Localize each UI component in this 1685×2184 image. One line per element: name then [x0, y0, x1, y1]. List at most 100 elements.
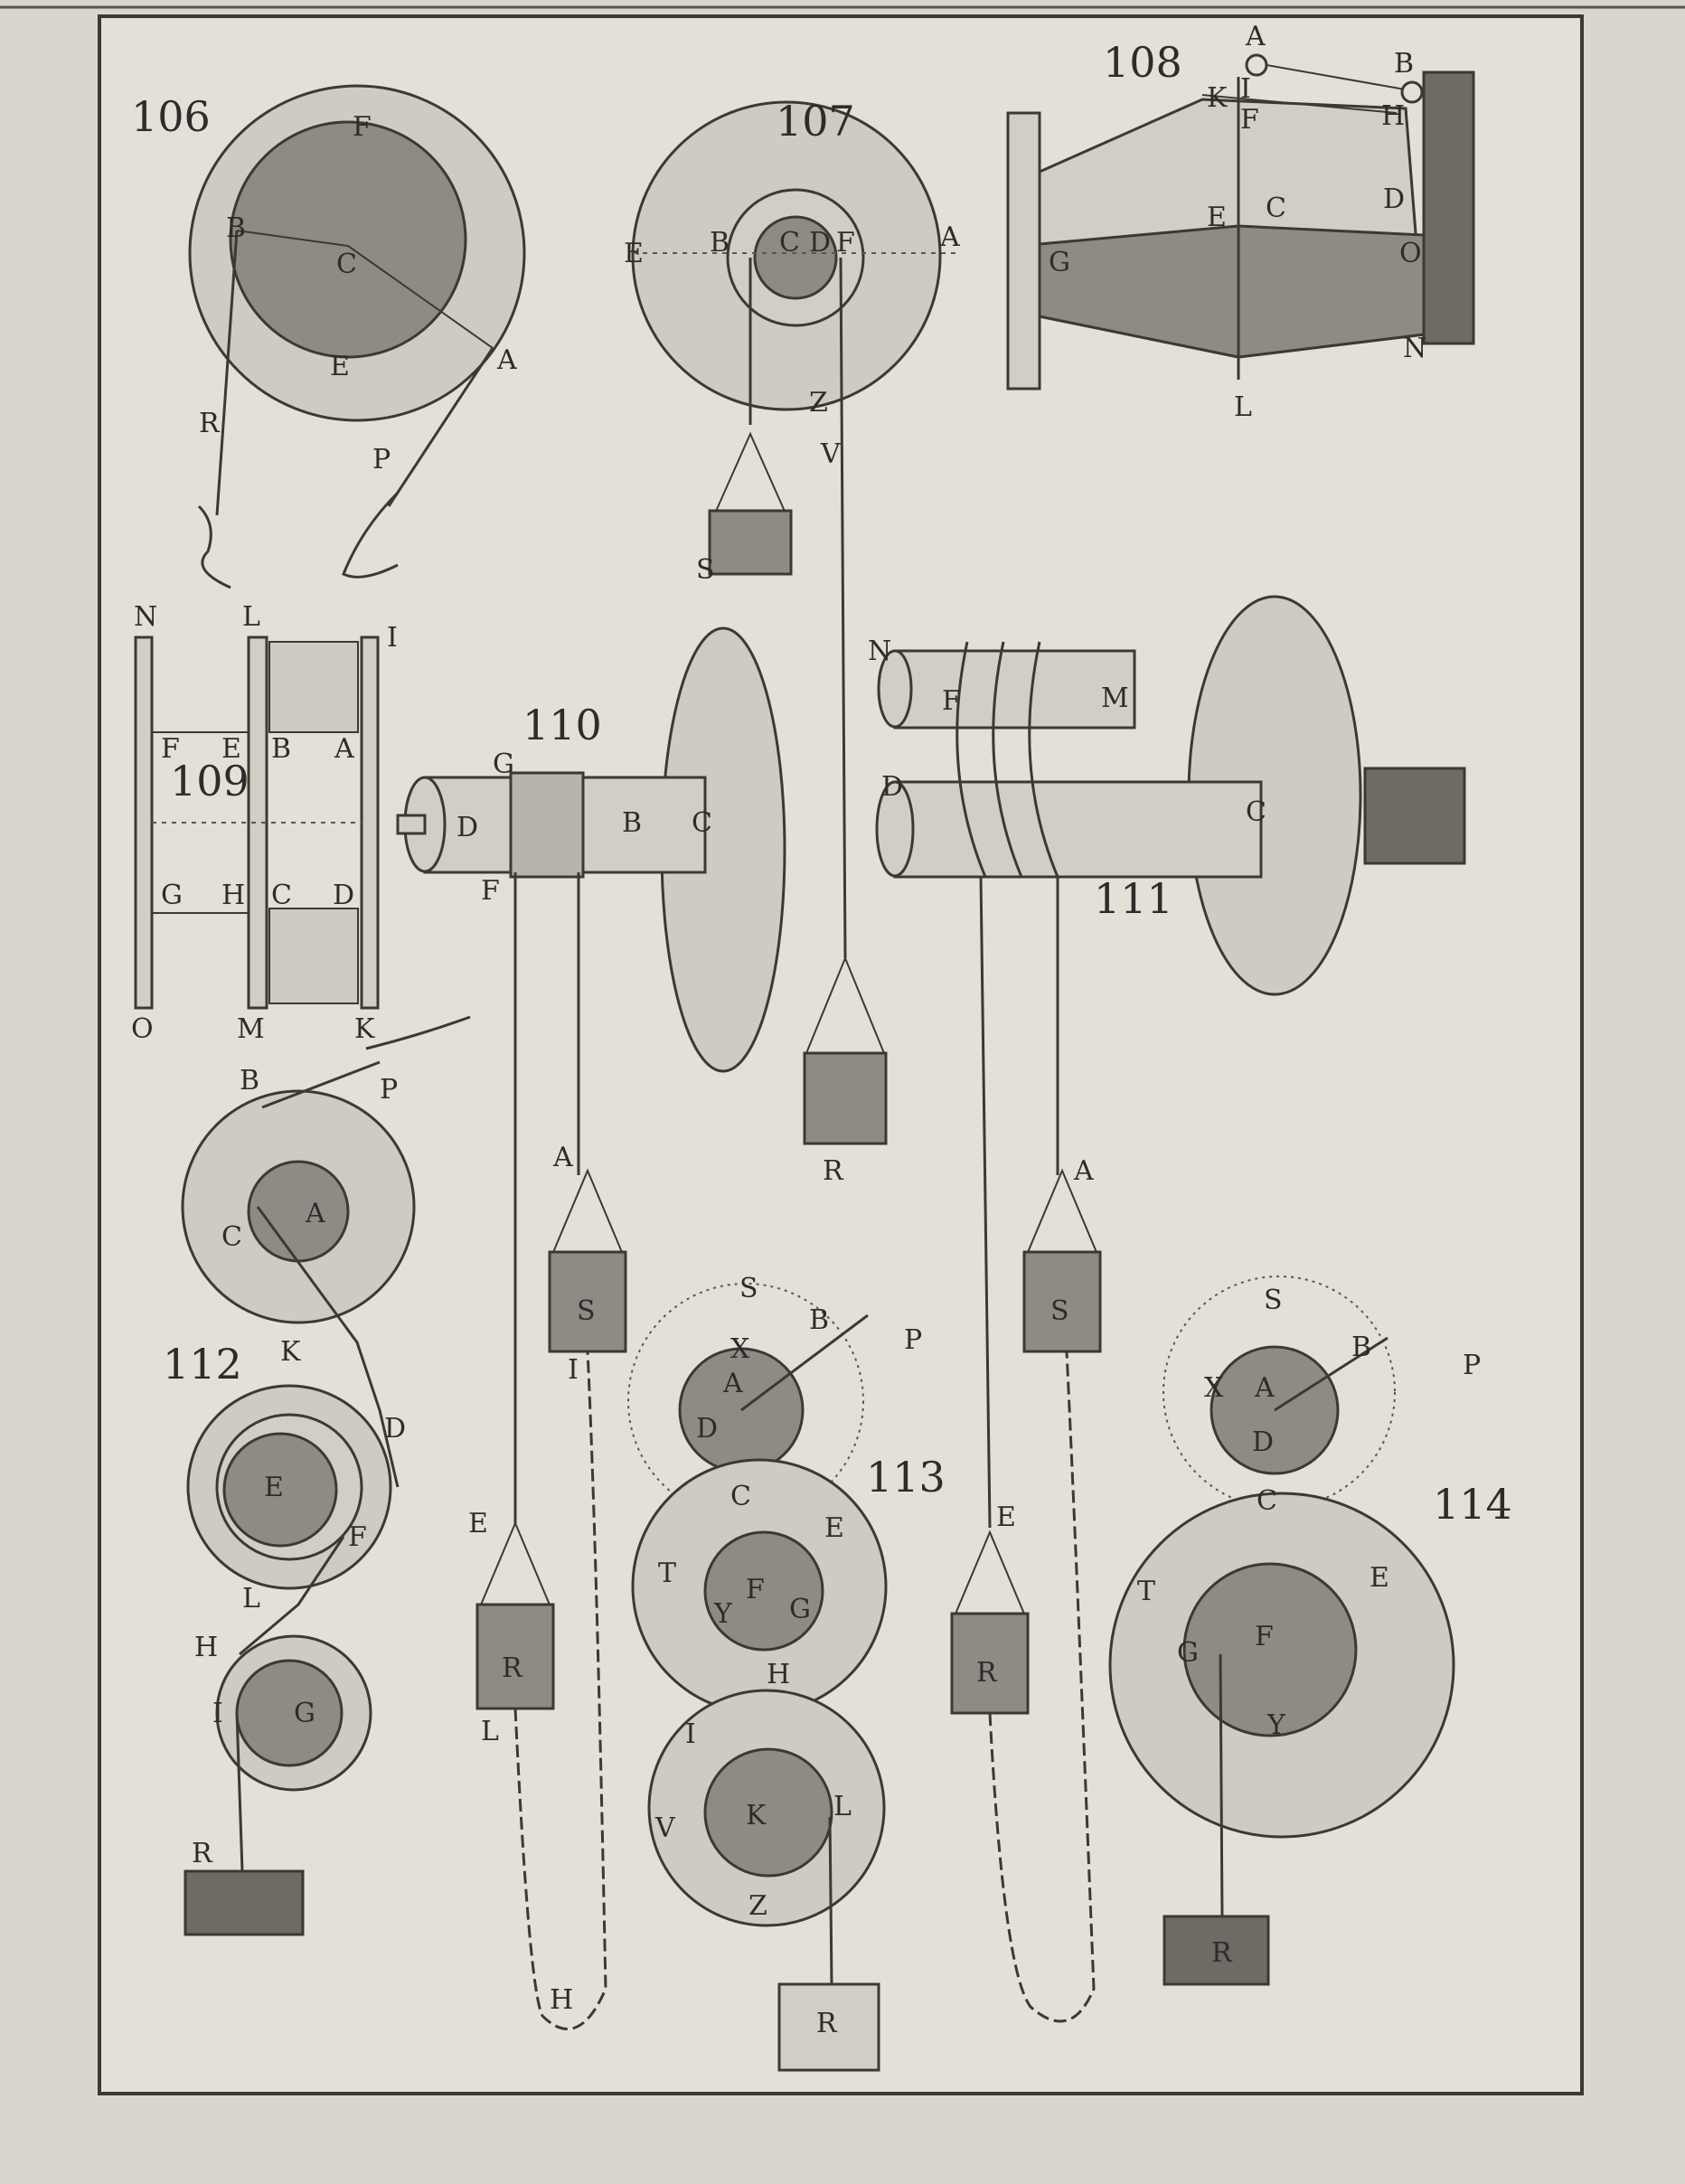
fig112-hand-p: [365, 1015, 471, 1050]
fig108-left-flange: [1006, 111, 1041, 391]
fig112-axle-e: [222, 1432, 338, 1548]
fig114-label: Y: [1266, 1709, 1286, 1741]
fig108-label: N: [1403, 333, 1426, 364]
fig111-label: F: [942, 685, 961, 717]
figure-109: 109 N L I F E B A G H C D O M K: [131, 601, 398, 1045]
fig114-label: G: [1177, 1637, 1199, 1669]
fig113-label: P: [904, 1324, 922, 1356]
fig110-chain: [513, 1351, 607, 2031]
fig113-label: A: [722, 1368, 743, 1399]
fig112-label: E: [264, 1472, 284, 1503]
fig107-label: F: [836, 227, 855, 259]
fig108-label: O: [1399, 238, 1422, 269]
fig110-label: B: [622, 807, 642, 839]
fig109-label: F: [161, 733, 180, 765]
fig109-right-bar: [360, 635, 380, 1010]
fig106-label: C: [336, 249, 357, 280]
fig107-label: C: [779, 227, 800, 259]
fig110-number: 110: [522, 701, 602, 749]
fig107-label: D: [809, 227, 831, 259]
fig110-label: C: [692, 807, 712, 839]
fig107-number: 107: [776, 97, 855, 146]
fig111-label: S: [1050, 1295, 1069, 1327]
fig112-axle-g: [235, 1659, 344, 1767]
fig110-weight-r: [475, 1603, 555, 1710]
fig113-label: V: [654, 1812, 676, 1844]
fig114-label: D: [1252, 1426, 1274, 1458]
fig110-label: S: [577, 1295, 596, 1327]
fig109-label: M: [237, 1013, 265, 1045]
fig108-label: A: [1245, 21, 1266, 52]
fig108-label: H: [1381, 100, 1405, 132]
fig109-label: A: [334, 733, 354, 765]
fig112-label: F: [348, 1521, 367, 1553]
fig114-label: B: [1351, 1332, 1371, 1363]
fig113-label: D: [696, 1413, 718, 1445]
fig108-right-flange: [1422, 71, 1475, 345]
fig108-number: 108: [1103, 38, 1182, 87]
fig113-label: T: [658, 1558, 676, 1589]
fig111-number: 111: [1094, 874, 1173, 923]
fig106-label: R: [199, 408, 221, 439]
fig111-label: D: [881, 771, 903, 803]
fig107-rope: [839, 257, 847, 959]
fig111-label: E: [996, 1502, 1016, 1533]
fig108-label: E: [1207, 202, 1227, 233]
fig111-axle-end: [1363, 767, 1466, 865]
fig112-label: B: [240, 1065, 259, 1097]
fig110-label: H: [550, 1984, 573, 2016]
fig113-crank-circle: [627, 1283, 864, 1520]
fig113-label: G: [789, 1594, 811, 1625]
fig114-rope-r: [1219, 1653, 1224, 1917]
fig109-label: G: [161, 880, 183, 911]
fig109-number: 109: [170, 757, 249, 805]
fig114-crank-handle: [1274, 1336, 1388, 1412]
fig114-number: 114: [1433, 1480, 1512, 1529]
fig113-label: Y: [713, 1598, 733, 1630]
fig109-label: L: [242, 601, 260, 633]
fig106-label: P: [372, 444, 391, 475]
fig114-weight-r: [1163, 1915, 1270, 1986]
fig106-rope-r: [215, 230, 239, 516]
fig106-rope-p: [387, 347, 494, 507]
fig107-weight-r: [803, 1051, 888, 1145]
fig112-number: 112: [163, 1340, 242, 1389]
fig110-label: E: [468, 1508, 488, 1539]
fig109-mid-bar: [247, 635, 268, 1010]
fig111-label: C: [1246, 796, 1266, 828]
fig113-label: E: [824, 1512, 844, 1544]
fig114-label: T: [1137, 1576, 1155, 1607]
fig107-label: Z: [809, 387, 828, 419]
fig111-label: M: [1101, 682, 1129, 714]
fig107-label: V: [820, 438, 842, 470]
fig114-label: S: [1264, 1285, 1283, 1316]
fig109-label: E: [221, 733, 241, 765]
fig113-label: K: [746, 1800, 767, 1831]
fig107-label: A: [939, 221, 960, 253]
fig113-axle-k: [703, 1747, 833, 1878]
fig109-balls-top: [268, 641, 359, 733]
fig114-label: X: [1204, 1372, 1224, 1404]
fig107-label: B: [710, 227, 730, 259]
fig111-label: R: [823, 1155, 844, 1187]
fig111-chain: [988, 1351, 1096, 2023]
fig112-label: I: [212, 1698, 223, 1729]
fig109-label: O: [131, 1013, 154, 1045]
fig114-label: A: [1254, 1372, 1275, 1404]
fig110-label: D: [457, 812, 478, 843]
fig114-label: F: [1255, 1621, 1274, 1652]
fig108-label: L: [1234, 391, 1252, 423]
fig108-label: G: [1049, 247, 1070, 278]
figure-107: 107 E B C D F A Z V S: [624, 97, 960, 959]
fig111-label: R: [976, 1657, 998, 1689]
fig106-hand-p: [342, 491, 400, 579]
fig113-label: F: [746, 1574, 765, 1605]
figure-111: 111 N F M D C A S E R R: [823, 595, 1466, 2023]
fig107-label: S: [696, 554, 715, 586]
fig114-label: R: [1211, 1937, 1233, 1969]
fig110-label: I: [568, 1354, 579, 1386]
fig107-weight-s: [708, 509, 793, 576]
fig107-label: E: [624, 238, 644, 269]
fig106-label: E: [330, 351, 350, 382]
fig113-label: I: [685, 1718, 696, 1750]
